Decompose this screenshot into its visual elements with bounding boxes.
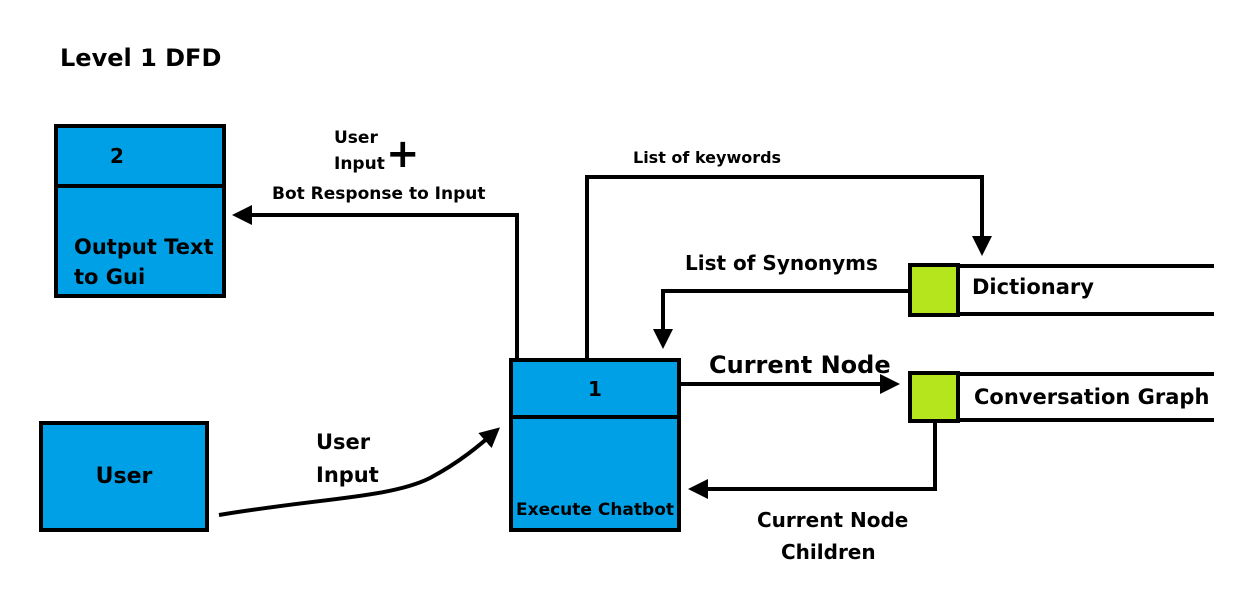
diagram-title: Level 1 DFD: [60, 44, 222, 72]
datastore-marker: [908, 263, 960, 317]
entity-label: User: [95, 464, 153, 489]
flow-current-node-children: [688, 423, 937, 499]
flow-label-user-input-1: User: [316, 430, 371, 454]
flow-label-bot-response: Bot Response to Input: [272, 184, 486, 204]
process-label: Execute Chatbot: [515, 500, 674, 520]
plus-icon: +: [386, 131, 420, 177]
process-label-line2: to Gui: [74, 265, 146, 289]
process-execute-chatbot[interactable]: 1 Execute Chatbot: [509, 358, 681, 532]
process-label-line1: Output Text: [74, 235, 214, 259]
datastore-label: Conversation Graph: [974, 385, 1210, 409]
flow-label-user-input-top-1: User: [334, 128, 378, 148]
flow-bot-response: [232, 205, 519, 358]
process-output-text[interactable]: 2 Output Text to Gui: [54, 124, 226, 298]
process-number: 2: [110, 144, 124, 168]
flow-label-list-of-synonyms: List of Synonyms: [685, 251, 878, 275]
datastore-label: Dictionary: [972, 275, 1094, 299]
flow-label-children-2: Children: [781, 540, 876, 564]
flow-label-current-node: Current Node: [709, 351, 891, 379]
entity-user[interactable]: User: [39, 421, 209, 532]
flow-label-user-input-top-2: Input: [334, 154, 385, 174]
process-number: 1: [588, 376, 602, 401]
flow-list-of-synonyms: [653, 289, 908, 349]
flow-user-input: [218, 427, 500, 517]
flow-label-user-input-2: Input: [316, 463, 379, 487]
datastore-dictionary[interactable]: Dictionary: [908, 263, 1214, 317]
datastore-marker: [908, 371, 960, 423]
flow-list-of-keywords: [585, 175, 992, 358]
flow-label-children-1: Current Node: [757, 508, 909, 532]
flow-label-list-of-keywords: List of keywords: [633, 148, 782, 167]
datastore-conversation-graph[interactable]: Conversation Graph: [908, 371, 1214, 423]
